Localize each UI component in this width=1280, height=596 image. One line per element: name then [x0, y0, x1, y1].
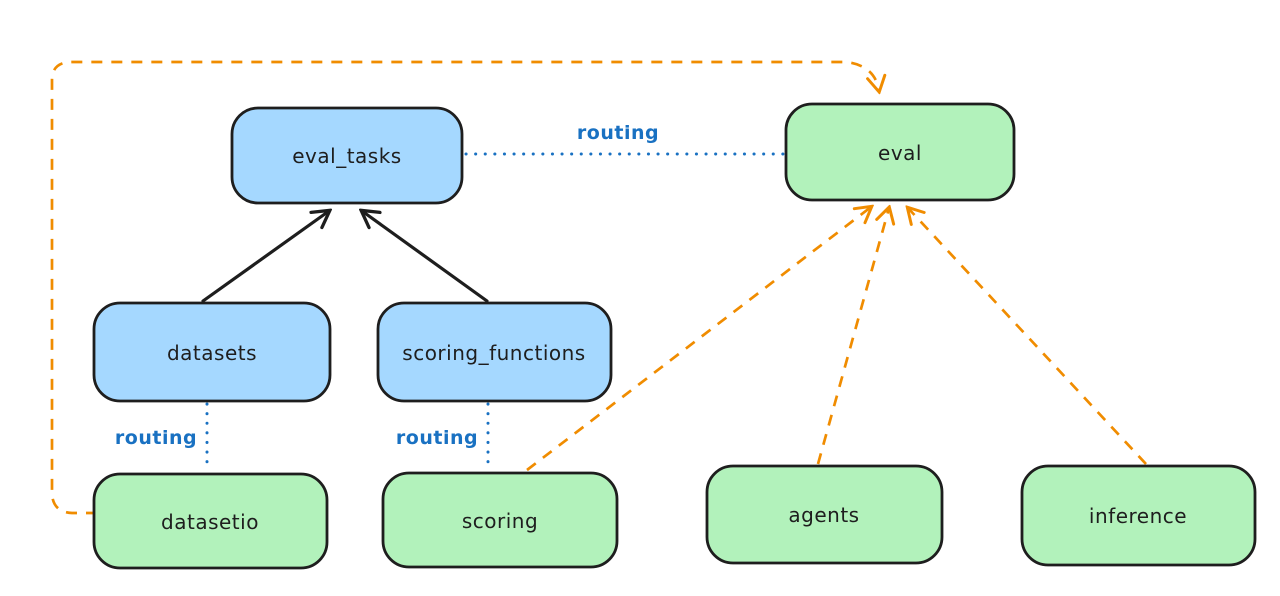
node-scoring-box	[381, 471, 619, 569]
node-scoring-functions-label: scoring_functions	[402, 341, 585, 365]
node-scoring-functions: scoring_functions	[376, 301, 613, 403]
edge-label-routing-scoring: routing	[396, 427, 478, 449]
node-scoring: scoring	[381, 471, 619, 569]
node-scoring-functions-box	[376, 301, 613, 403]
node-scoring-label: scoring	[462, 509, 538, 533]
node-inference: inference	[1020, 464, 1257, 567]
edge-label-routing-top: routing	[577, 122, 659, 144]
edge-datasetio-to-eval	[50, 60, 879, 515]
edge-datasets-to-eval-tasks	[201, 211, 329, 303]
node-datasets-box	[92, 301, 332, 403]
node-datasetio: datasetio	[92, 472, 329, 570]
edge-scoring-to-eval	[526, 207, 871, 472]
edge-label-routing-datasets: routing	[115, 427, 197, 449]
node-eval-tasks-label: eval_tasks	[292, 144, 401, 168]
node-eval-tasks: eval_tasks	[230, 106, 464, 205]
node-inference-box	[1020, 464, 1257, 567]
node-agents: agents	[705, 464, 944, 565]
node-agents-box	[705, 464, 944, 565]
node-eval-box	[784, 102, 1016, 202]
node-datasets-label: datasets	[167, 341, 257, 365]
edge-scoring-functions-to-eval-tasks	[362, 211, 489, 303]
node-eval: eval	[784, 102, 1016, 202]
node-inference-label: inference	[1089, 504, 1187, 528]
node-datasetio-label: datasetio	[161, 510, 259, 534]
node-eval-label: eval	[878, 141, 922, 165]
node-datasets: datasets	[92, 301, 332, 403]
node-agents-label: agents	[788, 503, 859, 527]
node-datasetio-box	[92, 472, 329, 570]
edge-inference-to-eval	[908, 208, 1147, 465]
node-eval-tasks-box	[230, 106, 464, 205]
edge-agents-to-eval	[816, 208, 889, 465]
